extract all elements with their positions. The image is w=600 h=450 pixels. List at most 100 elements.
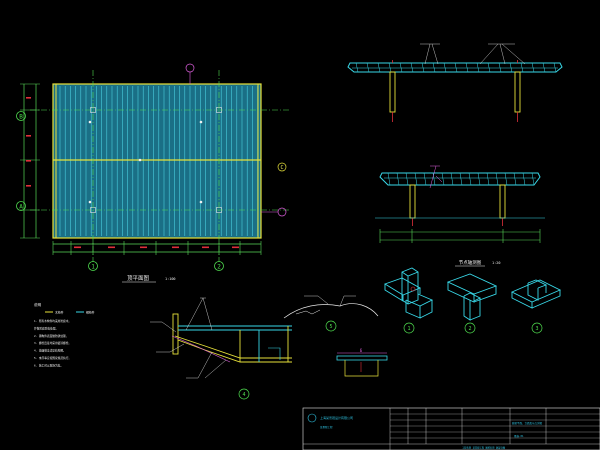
- front-rafter: [498, 62, 502, 73]
- front-rafter: [432, 62, 436, 73]
- axis-label-col-1: 1: [91, 264, 95, 271]
- dim-value-mark: [74, 246, 81, 249]
- notes-line: 4. 基础做法详见结构图。: [34, 349, 66, 353]
- title-sheet-code: 景施-01: [514, 434, 524, 438]
- axis-label-col-2: 2: [217, 264, 221, 271]
- side-rafter: [531, 172, 535, 186]
- dim-value-mark: [172, 246, 179, 249]
- title-block: 上海某景观设计有限公司 某景观工程 廊架平面、立面及节点详图 景施-01 工程名…: [302, 407, 600, 450]
- nodes-title: 节点轴测图: [459, 259, 482, 266]
- section-detail: 4: [150, 297, 292, 400]
- front-elevation-label: 正立面图: [455, 126, 459, 129]
- side-rafter: [387, 172, 391, 186]
- plan-marker: [199, 120, 203, 124]
- section-structure: [171, 313, 292, 363]
- front-rafter: [421, 62, 425, 73]
- notes-line: 2. 钢构件表面做防锈处理。: [34, 334, 68, 338]
- front-rafter: [542, 62, 546, 73]
- front-elevation-roof: [347, 62, 563, 73]
- side-rafter: [486, 172, 490, 186]
- ground-profile: [283, 303, 379, 319]
- front-elevation-rafters: [355, 62, 557, 73]
- node-axonometric-details: 节点轴测图 1:20 1 2 3: [383, 259, 562, 334]
- front-rafter: [410, 62, 414, 73]
- title-project: 某景观工程: [320, 425, 333, 429]
- company-logo-icon: [307, 413, 317, 423]
- dim-value-mark: [232, 246, 239, 249]
- plan-marker: [199, 200, 203, 204]
- plan-title: 顶平面图: [127, 274, 150, 282]
- title-footer: 工程名称 某景观工程 图纸名称 廊架详图: [462, 446, 506, 450]
- side-elevation: [375, 165, 545, 243]
- plank-top: [336, 355, 388, 361]
- plan-marker: [138, 158, 142, 162]
- front-rafter: [388, 62, 392, 73]
- front-rafter: [520, 62, 524, 73]
- front-elevation: [347, 43, 563, 122]
- axis-label-row-b: B: [19, 114, 23, 121]
- node-detail-2: [446, 273, 498, 321]
- side-dimension-lines: [379, 229, 541, 243]
- side-rafter: [495, 172, 499, 186]
- dim-value-mark: [202, 246, 209, 249]
- side-column-right: [499, 184, 506, 219]
- side-rafter: [522, 172, 526, 186]
- notes-line: 6. 施工时以现场为准。: [34, 363, 63, 367]
- detail-5-label: 5: [329, 324, 332, 330]
- row-axis-bubbles: B A: [16, 111, 26, 211]
- side-rafter: [441, 172, 445, 186]
- node-bubble-3: [531, 322, 543, 334]
- column-bubble-label: C: [280, 165, 283, 171]
- col-axis-bubbles: 1 2: [88, 261, 224, 271]
- front-column-left: [389, 71, 396, 113]
- dim-value-mark: [26, 97, 31, 99]
- dim-value-mark: [140, 246, 147, 249]
- detail-5-bubble: [325, 320, 337, 332]
- front-leaders: [420, 43, 526, 65]
- axis-bubble-col-2: [214, 261, 224, 271]
- node-detail-1: [383, 267, 434, 319]
- section-leaders: [150, 297, 227, 379]
- side-rafter: [423, 172, 427, 186]
- notes-line: 5. 未尽事宜按国家规范执行。: [34, 356, 71, 360]
- side-rafter: [477, 172, 481, 186]
- node-label-3: 3: [535, 326, 538, 332]
- title-drawing-name: 廊架平面、立面及节点详图: [512, 421, 543, 425]
- notes-line: 1. 所有木构件均采用防腐木，: [34, 319, 71, 323]
- front-rafter: [355, 62, 359, 73]
- plan-axis-lines: [30, 70, 290, 262]
- axis-bubble-col-1: [88, 261, 98, 271]
- side-rafter: [450, 172, 454, 186]
- node-detail-3: [510, 279, 562, 309]
- legend-text-1: 木构件: [55, 310, 64, 314]
- section-marker-bubble: [238, 388, 250, 400]
- plan-dimension-values: [26, 97, 239, 249]
- side-rafter: [513, 172, 517, 186]
- notes-lines: 1. 所有木构件均采用防腐木， 并做防腐防虫处理。2. 钢构件表面做防锈处理。3…: [34, 319, 71, 367]
- side-rafter: [459, 172, 463, 186]
- side-elevation-roof: [379, 172, 541, 186]
- front-rafter: [443, 62, 447, 73]
- notes-line: 3. 螺栓连接均采用镀锌螺栓。: [34, 341, 71, 345]
- column-bubble: [277, 162, 287, 172]
- section-cut-markers: C: [185, 63, 287, 217]
- nodes-scale: 1:20: [492, 261, 500, 265]
- front-rafter: [476, 62, 480, 73]
- side-rafter: [432, 172, 436, 186]
- dim-value-mark: [26, 185, 31, 187]
- side-rafter: [396, 172, 400, 186]
- plan-view: B A 1 2 C 顶平面图 1:100: [16, 63, 290, 283]
- plan-scale: 1:100: [165, 277, 176, 281]
- side-rafter: [468, 172, 472, 186]
- side-leaders: [429, 165, 443, 189]
- node-bubble-1: [403, 322, 415, 334]
- front-column-right: [514, 71, 521, 113]
- side-rafter: [414, 172, 418, 186]
- node-label-2: 2: [468, 326, 471, 332]
- front-rafter: [509, 62, 513, 73]
- axis-bubble-row-b: [16, 111, 26, 121]
- dim-value-mark: [26, 160, 31, 162]
- front-rafter: [366, 62, 370, 73]
- plan-marker: [88, 200, 92, 204]
